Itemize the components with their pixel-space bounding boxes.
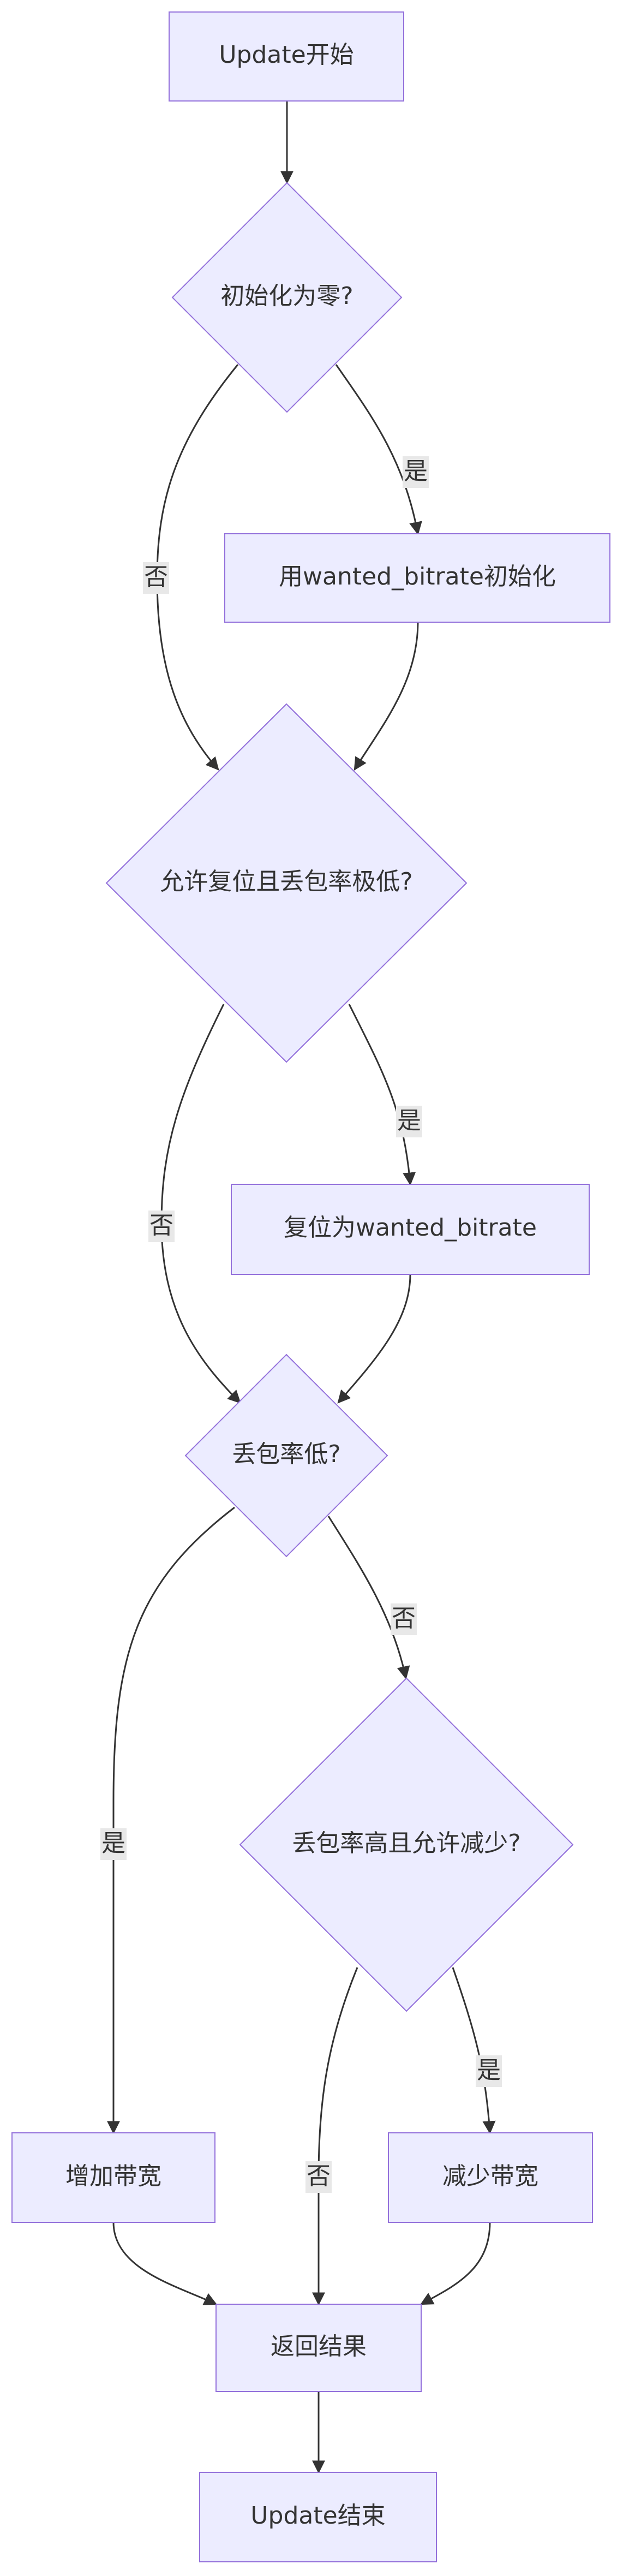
svg-text:是: 是 bbox=[397, 1107, 421, 1135]
node-increase-label: 增加带宽 bbox=[65, 2162, 161, 2190]
node-decrease-label: 减少带宽 bbox=[442, 2162, 538, 2190]
edge-loss-high-no bbox=[312, 1967, 358, 2306]
node-start-label: Update开始 bbox=[219, 41, 354, 69]
edge-label-loss-high-yes: 是 bbox=[476, 2055, 502, 2087]
svg-text:否: 否 bbox=[149, 1212, 173, 1239]
node-return-result-label: 返回结果 bbox=[271, 2333, 367, 2360]
node-loss-high-decision: 丢包率高且允许减少? bbox=[239, 1677, 574, 2012]
svg-text:是: 是 bbox=[477, 2056, 501, 2084]
edge-loss-low-yes bbox=[107, 1506, 235, 2134]
node-reset-allowed-decision: 允许复位且丢包率极低? bbox=[105, 703, 468, 1063]
edge-label-reset-yes: 是 bbox=[396, 1106, 422, 1137]
node-loss-low-label: 丢包率低? bbox=[232, 1440, 340, 1468]
svg-text:否: 否 bbox=[144, 563, 168, 591]
node-reset-allowed-label: 允许复位且丢包率极低? bbox=[160, 868, 412, 896]
edge-label-loss-low-no: 否 bbox=[391, 1603, 417, 1635]
edge-increase-to-return bbox=[112, 2222, 218, 2305]
node-init-wanted-label: 用wanted_bitrate初始化 bbox=[279, 563, 556, 591]
edge-label-loss-high-no: 否 bbox=[305, 2161, 332, 2193]
edge-reset-wanted-to-loss-low bbox=[337, 1274, 411, 1404]
edge-label-init-zero-yes: 是 bbox=[403, 456, 429, 488]
edge-reset-no bbox=[160, 1004, 241, 1404]
svg-text:否: 否 bbox=[392, 1605, 416, 1632]
node-increase: 增加带宽 bbox=[11, 2132, 215, 2223]
edge-loss-low-no bbox=[327, 1516, 410, 1680]
node-end-label: Update结束 bbox=[250, 2502, 385, 2530]
edge-label-loss-low-yes: 是 bbox=[100, 1828, 127, 1860]
edge-decrease-to-return bbox=[420, 2222, 491, 2305]
edge-reset-yes bbox=[348, 1004, 416, 1186]
node-start: Update开始 bbox=[169, 11, 404, 102]
edge-label-reset-no: 否 bbox=[148, 1211, 175, 1242]
node-reset-wanted-label: 复位为wanted_bitrate bbox=[284, 1214, 537, 1242]
edge-label-init-zero-no: 否 bbox=[143, 562, 169, 594]
node-init-zero-label: 初始化为零? bbox=[220, 282, 353, 310]
node-decrease: 减少带宽 bbox=[388, 2132, 593, 2223]
node-init-wanted: 用wanted_bitrate初始化 bbox=[224, 533, 610, 623]
svg-text:是: 是 bbox=[404, 457, 428, 485]
edge-init-wanted-to-reset bbox=[354, 622, 419, 771]
node-end: Update结束 bbox=[199, 2472, 437, 2562]
node-reset-wanted: 复位为wanted_bitrate bbox=[231, 1184, 590, 1275]
node-loss-high-label: 丢包率高且允许减少? bbox=[292, 1829, 520, 1857]
svg-text:否: 否 bbox=[307, 2162, 331, 2190]
edge-loss-high-yes bbox=[452, 1967, 496, 2134]
svg-text:是: 是 bbox=[101, 1829, 125, 1857]
node-init-zero-decision: 初始化为零? bbox=[171, 182, 403, 413]
node-return-result: 返回结果 bbox=[215, 2304, 422, 2392]
edge-init-zero-yes bbox=[335, 364, 422, 535]
node-loss-low-decision: 丢包率低? bbox=[184, 1353, 388, 1558]
